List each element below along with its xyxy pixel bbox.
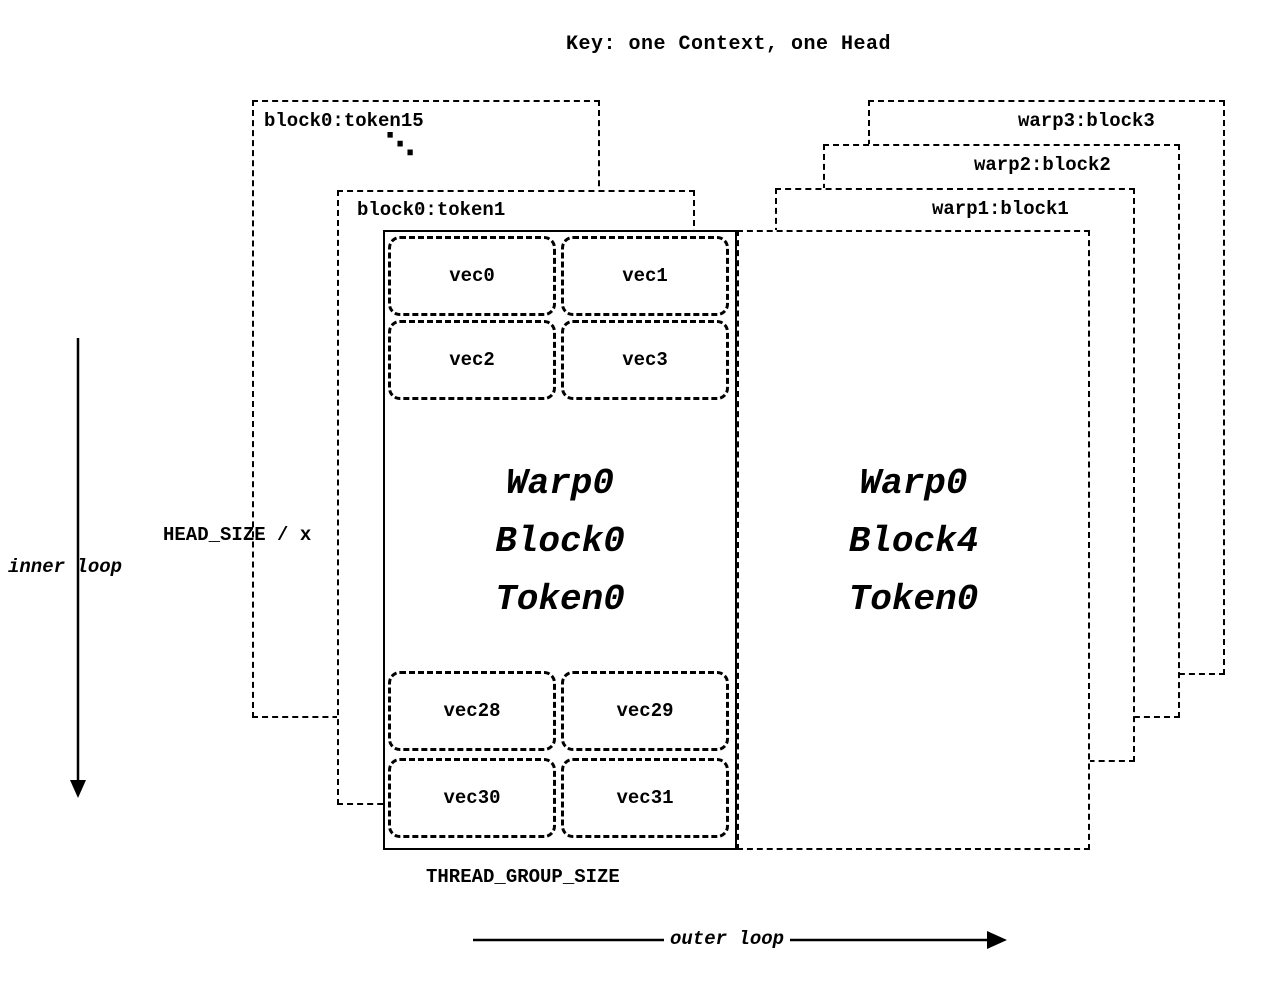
vec-box-vec3: vec3 <box>561 320 729 400</box>
diagram-title: Key: one Context, one Head <box>566 33 892 56</box>
caption-line: Token0 <box>848 579 979 620</box>
inner-loop-arrow-icon <box>70 338 86 798</box>
label-thread-group-size: THREAD_GROUP_SIZE <box>426 866 620 888</box>
label-warp2-block2: warp2:block2 <box>974 154 1111 176</box>
label-inner-loop: inner loop <box>8 556 123 578</box>
label-block0-token15: block0:token15 <box>264 110 424 132</box>
label-block0-token1: block0:token1 <box>357 199 506 221</box>
vec-box-vec29: vec29 <box>561 671 729 751</box>
label-warp3-block3: warp3:block3 <box>1018 110 1155 132</box>
label-warp1-block1: warp1:block1 <box>932 198 1069 220</box>
vec-box-vec0: vec0 <box>388 236 556 316</box>
caption-line: Token0 <box>495 579 625 620</box>
caption-warp0-block4-token0: Warp0 Block4 Token0 <box>737 455 1090 629</box>
caption-line: Warp0 <box>505 463 615 504</box>
vec-box-vec30: vec30 <box>388 758 556 838</box>
caption-line: Block0 <box>495 521 625 562</box>
ellipsis-icon: ⋱ <box>385 127 415 162</box>
block-warp0-block4-token0 <box>737 230 1090 850</box>
vec-box-vec28: vec28 <box>388 671 556 751</box>
caption-line: Warp0 <box>859 463 968 504</box>
caption-line: Block4 <box>848 521 979 562</box>
vec-box-vec31: vec31 <box>561 758 729 838</box>
vec-box-vec1: vec1 <box>561 236 729 316</box>
caption-warp0-block0-token0: Warp0 Block0 Token0 <box>383 455 737 629</box>
label-head-size: HEAD_SIZE / x <box>163 524 312 546</box>
label-outer-loop: outer loop <box>664 928 791 950</box>
vec-box-vec2: vec2 <box>388 320 556 400</box>
